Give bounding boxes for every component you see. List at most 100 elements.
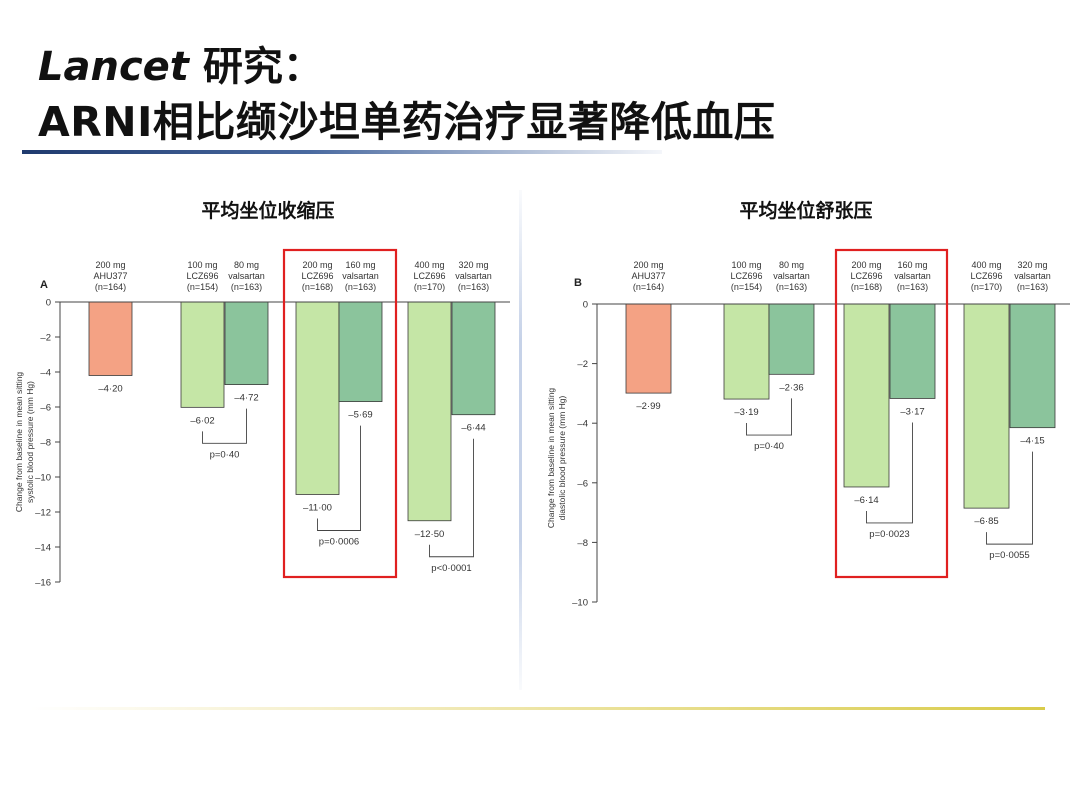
bar-category-label: 400 mg: [414, 260, 444, 270]
bar-category-label: 200 mg: [851, 260, 881, 270]
bar-category-label: (n=164): [633, 282, 664, 292]
bar-category-label: LCZ696: [970, 271, 1002, 281]
bar-category-label: LCZ696: [850, 271, 882, 281]
bar-category-label: valsartan: [773, 271, 810, 281]
bar: [88, 301, 133, 376]
panel-a-title: 平均坐位收缩压: [201, 200, 335, 222]
bar-category-label: valsartan: [455, 271, 492, 281]
bar: [843, 303, 890, 488]
y-tick-label: –2: [40, 333, 51, 344]
y-tick-label: –6: [577, 478, 588, 489]
bar: [180, 301, 225, 408]
y-axis-label-line: systolic blood pressure (mm Hg): [25, 381, 35, 503]
bar: [723, 303, 770, 400]
p-value-label: p=0·40: [210, 449, 240, 460]
bar-category-label: AHU377: [631, 271, 665, 281]
bar-category-label: AHU377: [93, 271, 127, 281]
data-label: –6·02: [190, 415, 214, 426]
bar-category-label: (n=163): [458, 282, 489, 292]
bar: [963, 303, 1010, 509]
bar-category-label: (n=163): [897, 282, 928, 292]
bar: [625, 303, 672, 394]
title-suffix: 研究：: [188, 44, 323, 90]
slide-title-line2: ARNI相比缬沙坦单药治疗显著降低血压: [38, 98, 776, 146]
highlight-box: [834, 248, 949, 579]
data-label: –3·19: [734, 407, 758, 418]
p-value-label: p=0·0006: [319, 537, 359, 548]
bar-category-label: (n=163): [345, 282, 376, 292]
data-label: –11·00: [303, 503, 332, 514]
y-tick-label: –4: [40, 368, 51, 379]
bar-category-label: (n=154): [187, 282, 218, 292]
bar: [338, 301, 383, 402]
bar-category-label: (n=154): [731, 282, 762, 292]
bar-category-label: (n=168): [302, 282, 333, 292]
bar-category-label: 160 mg: [345, 260, 375, 270]
p-value-bracket: [866, 422, 913, 524]
bar-category-label: 200 mg: [633, 260, 663, 270]
data-label: –6·85: [974, 516, 998, 527]
bar: [1009, 303, 1056, 429]
bar-category-label: LCZ696: [730, 271, 762, 281]
bar-category-label: (n=170): [971, 282, 1002, 292]
bar-category-label: (n=164): [95, 282, 126, 292]
p-value-bracket: [317, 425, 361, 531]
journal-name: Lancet: [38, 44, 189, 90]
bar-category-label: 160 mg: [897, 260, 927, 270]
data-label: –6·44: [461, 423, 485, 434]
bar-category-label: 200 mg: [302, 260, 332, 270]
p-value-bracket: [986, 451, 1033, 545]
bar-category-label: 400 mg: [971, 260, 1001, 270]
data-label: –4·20: [98, 384, 122, 395]
chart-panel-a: A Change from baseline in mean sittingsys…: [14, 248, 510, 589]
p-value-label: p=0·40: [754, 441, 784, 452]
bar-category-label: 80 mg: [779, 260, 804, 270]
data-label: –2·36: [779, 382, 803, 393]
bar-category-label: 320 mg: [458, 260, 488, 270]
bar-category-label: valsartan: [342, 271, 379, 281]
y-axis-label: Change from baseline in mean sittingdias…: [546, 388, 567, 529]
y-axis-label: Change from baseline in mean sittingsyst…: [14, 372, 35, 513]
highlight-box: [282, 248, 398, 579]
bar: [407, 301, 452, 522]
panel-label: B: [574, 277, 582, 289]
y-tick-label: –12: [35, 508, 51, 519]
data-label: –2·99: [636, 401, 660, 412]
bar-category-label: 320 mg: [1017, 260, 1047, 270]
data-label: –3·17: [900, 406, 924, 417]
bar-category-label: 80 mg: [234, 260, 259, 270]
p-value-bracket: [746, 398, 792, 436]
y-tick-label: –10: [35, 473, 51, 484]
bar-category-label: (n=163): [231, 282, 262, 292]
bar: [451, 301, 496, 416]
y-axis-label-line: Change from baseline in mean sitting: [14, 372, 24, 513]
bar-category-label: (n=163): [1017, 282, 1048, 292]
bar-category-label: (n=170): [414, 282, 445, 292]
data-label: –4·72: [234, 393, 258, 404]
bar: [768, 303, 815, 375]
y-axis-label-line: Change from baseline in mean sitting: [546, 388, 556, 529]
title-underline: [22, 150, 662, 154]
footer-rule: [30, 707, 1045, 710]
bar-category-label: LCZ696: [413, 271, 445, 281]
y-tick-label: –4: [577, 419, 588, 430]
p-value-label: p=0·0023: [869, 529, 909, 540]
y-axis-label-line: diastolic blood pressure (mm Hg): [557, 395, 567, 520]
p-value-label: p=0·0055: [989, 550, 1029, 561]
y-tick-label: –2: [577, 359, 588, 370]
y-tick-label: –8: [577, 538, 588, 549]
data-label: –6·14: [854, 495, 878, 506]
data-label: –12·50: [415, 529, 445, 540]
y-tick-label: –16: [35, 578, 51, 589]
p-value-label: p<0·0001: [431, 563, 471, 574]
y-tick-label: –6: [40, 403, 51, 414]
panel-label: A: [40, 279, 48, 291]
chart-panel-b: B Change from baseline in mean sittingdia…: [546, 248, 1070, 609]
bar-category-label: 100 mg: [187, 260, 217, 270]
bar-category-label: valsartan: [228, 271, 265, 281]
bar-category-label: 200 mg: [95, 260, 125, 270]
p-value-bracket: [429, 438, 474, 558]
bar: [224, 301, 269, 385]
data-label: –4·15: [1020, 436, 1044, 447]
